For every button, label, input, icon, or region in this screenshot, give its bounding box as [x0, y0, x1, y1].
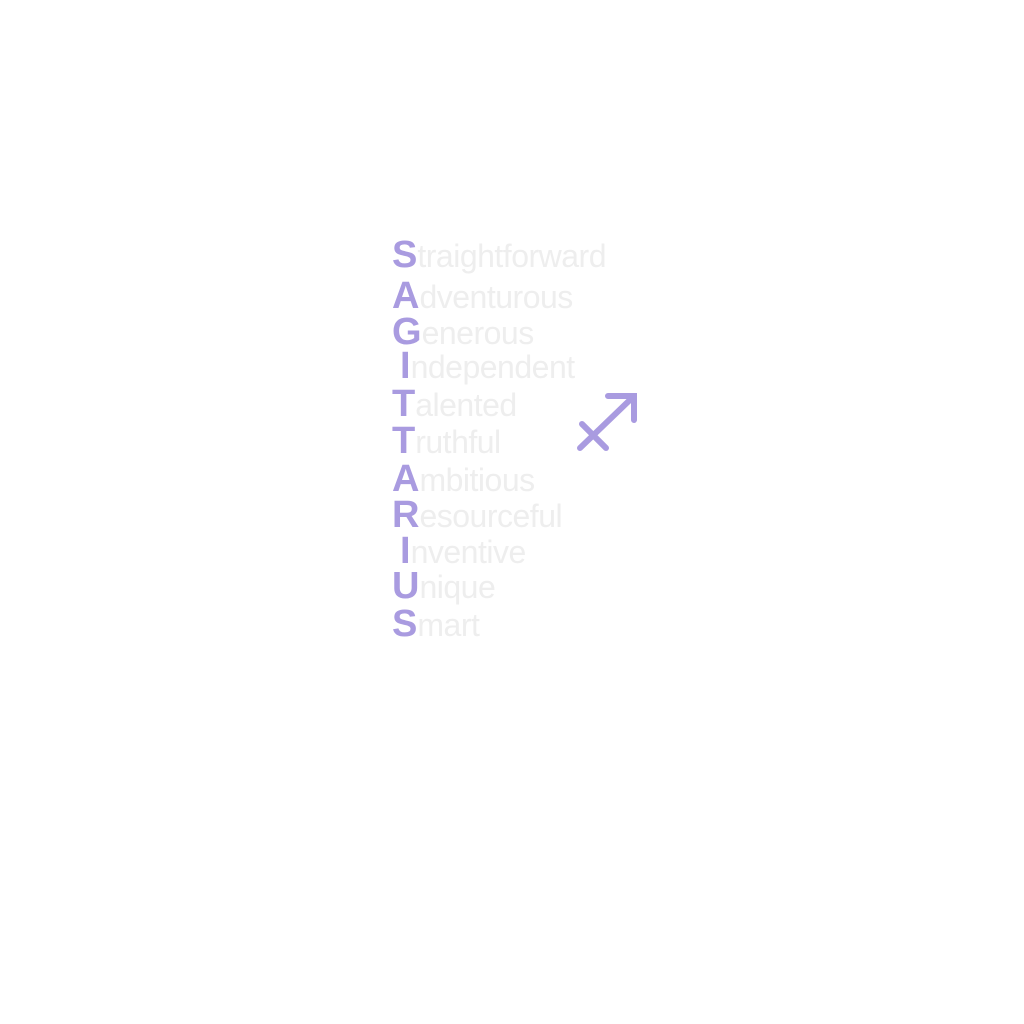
word-rest: alented	[415, 387, 517, 423]
initial-letter: A	[392, 275, 420, 317]
initial-letter: I	[400, 345, 411, 387]
initial-letter: T	[392, 383, 416, 425]
word-rest: enerous	[421, 315, 535, 351]
initial-letter: A	[392, 458, 420, 500]
word-rest: traightforward	[417, 238, 606, 274]
initial-letter: I	[400, 530, 411, 572]
initial-letter: R	[392, 494, 420, 536]
initial-letter: T	[392, 420, 416, 462]
word-rest: dventurous	[419, 279, 573, 315]
initial-letter: U	[392, 565, 420, 607]
word-rest: nique	[419, 569, 496, 605]
word-rest: mart	[417, 607, 480, 643]
word-rest: mbitious	[419, 462, 535, 498]
initial-letter: S	[392, 234, 418, 276]
word-rest: esourceful	[419, 498, 563, 534]
word-rest: nventive	[410, 534, 527, 570]
initial-letter: S	[392, 603, 418, 645]
word-rest: ruthful	[415, 424, 501, 460]
word-rest: ndependent	[410, 349, 576, 385]
sagittarius-icon	[577, 393, 637, 451]
initial-letter: G	[392, 311, 422, 353]
